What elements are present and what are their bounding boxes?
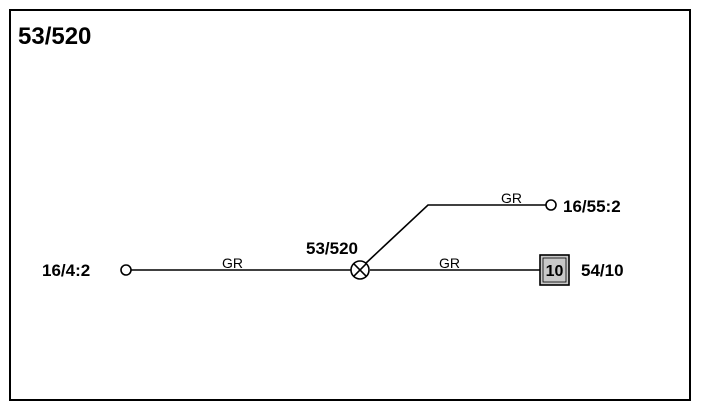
terminal-left-label: 16/4:2 <box>42 261 90 280</box>
terminal-upper-right-label: 16/55:2 <box>563 197 621 216</box>
component-box <box>539 254 570 286</box>
component-box-number: 10 <box>546 263 564 280</box>
wire-left-color-label: GR <box>222 255 243 271</box>
terminal-left-icon <box>120 264 132 276</box>
wire-right-color-label: GR <box>439 255 460 271</box>
wire-upper-color-label: GR <box>501 190 522 206</box>
splice-icon <box>350 260 370 280</box>
wire-upper <box>364 204 546 265</box>
splice-label: 53/520 <box>306 239 358 258</box>
diagram-frame <box>9 9 691 401</box>
component-right-label: 54/10 <box>581 261 624 280</box>
diagram-title: 53/520 <box>18 23 91 50</box>
component-box-inner <box>542 257 567 283</box>
terminal-upper-right-icon <box>545 199 557 211</box>
